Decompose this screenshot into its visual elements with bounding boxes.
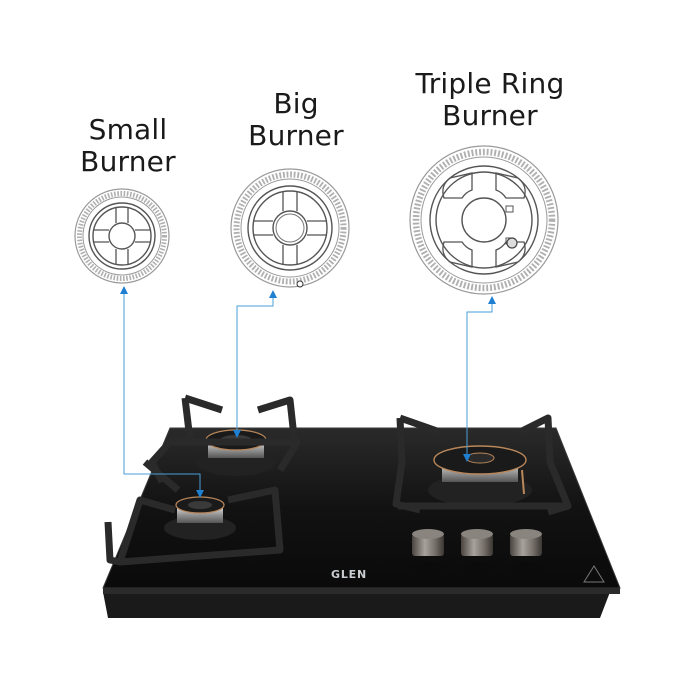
arrow-down-small-icon: [196, 490, 204, 498]
gas-hob-product-image: [102, 394, 621, 618]
big-burner-diagram-icon: [230, 168, 350, 288]
triple-ring-burner-diagram-icon: [409, 145, 559, 295]
arrow-down-big-icon: [233, 430, 241, 438]
control-knob-2: [461, 529, 493, 574]
triple-ring-burner-label: Triple Ring Burner: [400, 67, 580, 133]
small-burner-label-line1: Small: [88, 113, 168, 146]
arrow-up-big-icon: [269, 290, 277, 298]
small-burner-label-line2: Burner: [80, 145, 176, 179]
triple-ring-burner-label-line2: Burner: [442, 99, 538, 133]
triple-ring-burner-label-line1: Triple Ring: [415, 67, 565, 100]
arrow-up-small-icon: [120, 286, 128, 294]
brand-logo: GLEN: [331, 568, 367, 581]
big-burner-label: Big Burner: [236, 87, 356, 153]
arrow-down-triple-icon: [463, 454, 471, 462]
small-burner-diagram-icon: [74, 188, 170, 284]
arrow-up-triple-icon: [488, 296, 496, 304]
triple-ring-burner: [428, 445, 532, 506]
big-burner-label-line2: Burner: [248, 119, 344, 153]
small-burner: [164, 496, 236, 540]
big-burner-label-line1: Big: [273, 87, 319, 120]
control-knob-1: [412, 529, 444, 574]
small-burner-label: Small Burner: [70, 113, 186, 179]
control-knob-3: [510, 529, 542, 574]
